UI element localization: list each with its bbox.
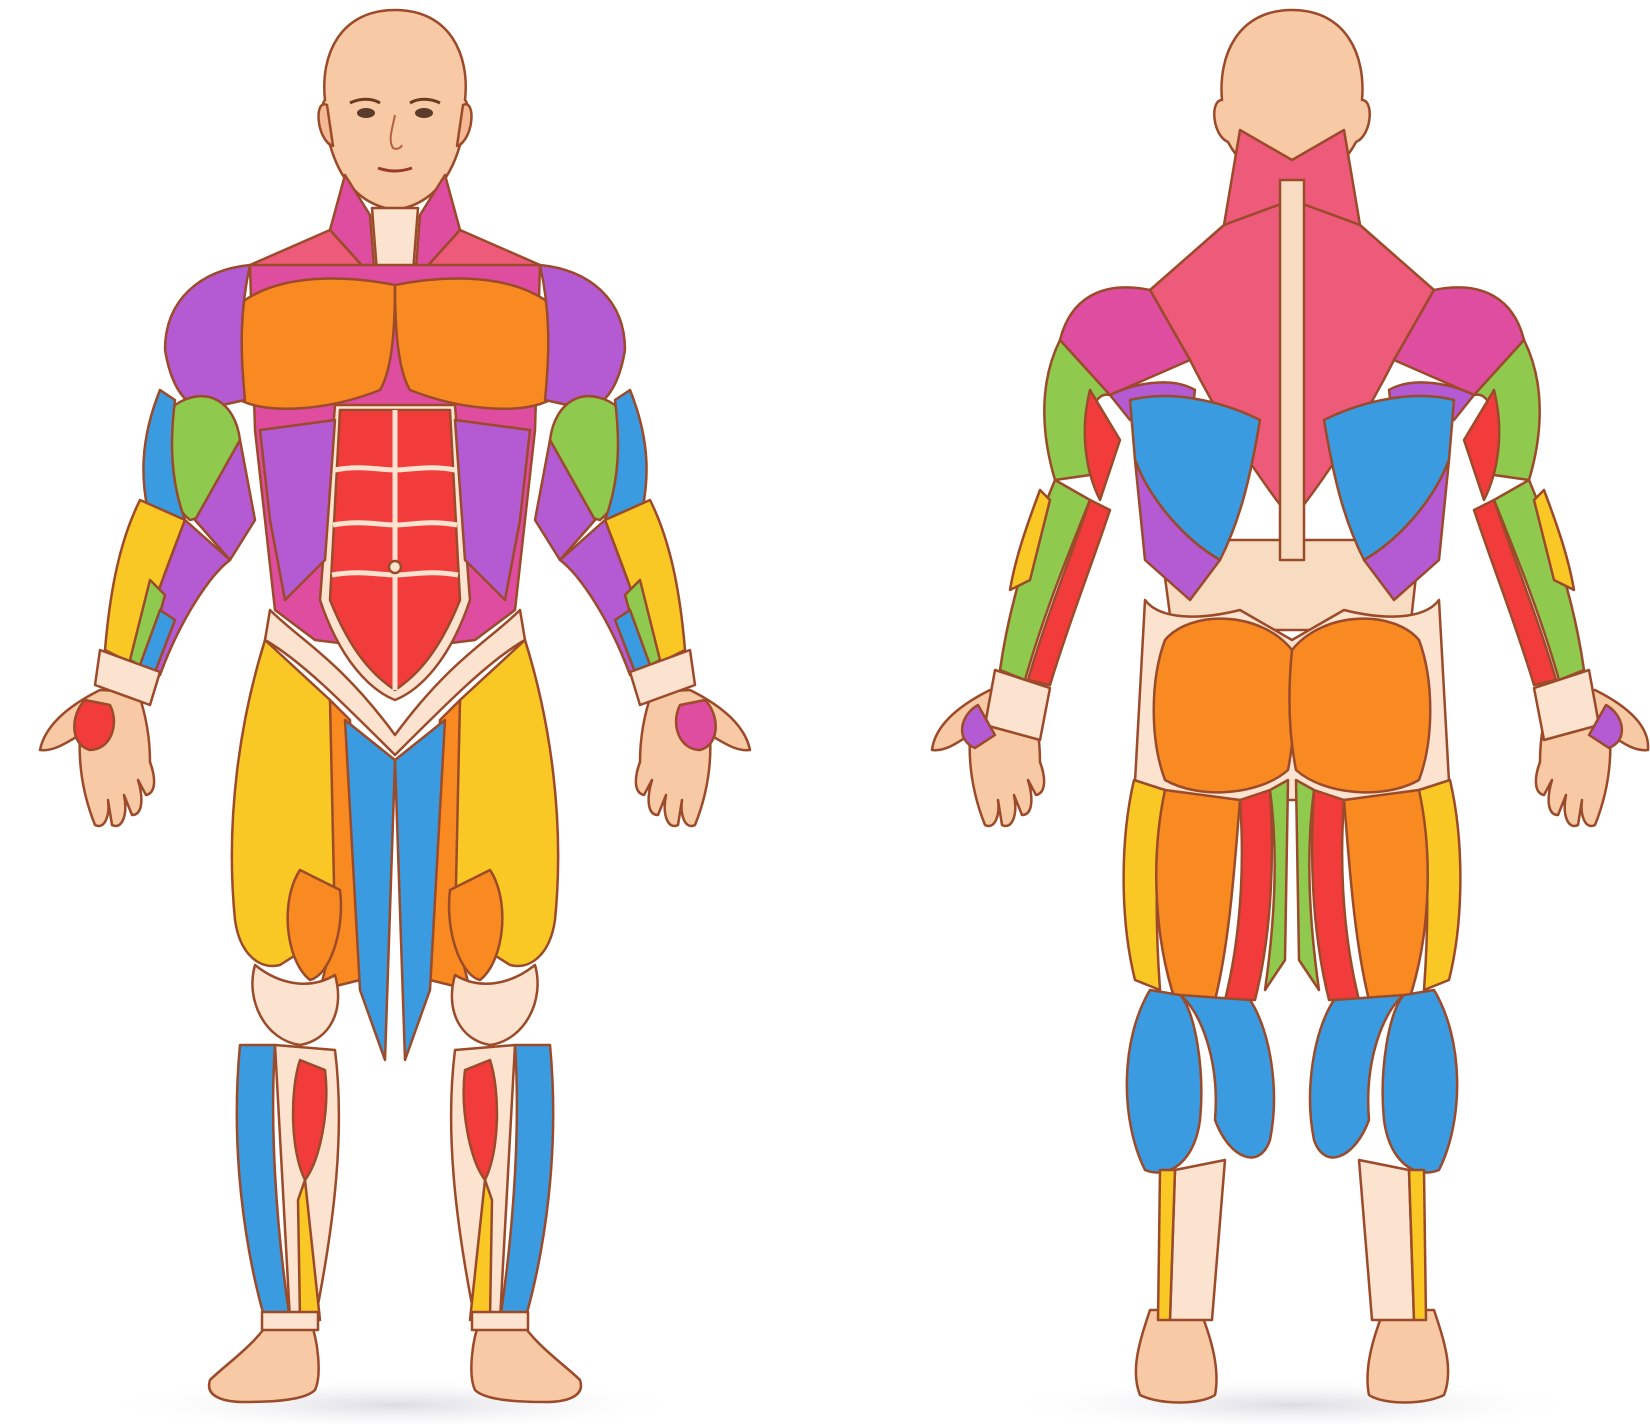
anterior-view: [40, 10, 750, 1402]
front-right-arm-muscles: [535, 265, 716, 750]
back-left-leg-muscles: [1124, 780, 1288, 1320]
front-left-leg-muscles: [232, 640, 395, 1330]
front-right-leg-muscles: [395, 640, 558, 1330]
front-ground-shadow: [95, 1377, 695, 1424]
back-ground-shadow: [992, 1377, 1592, 1424]
back-right-leg-muscles: [1296, 780, 1460, 1320]
posterior-view: [932, 10, 1648, 1403]
front-left-arm-muscles: [74, 265, 255, 750]
